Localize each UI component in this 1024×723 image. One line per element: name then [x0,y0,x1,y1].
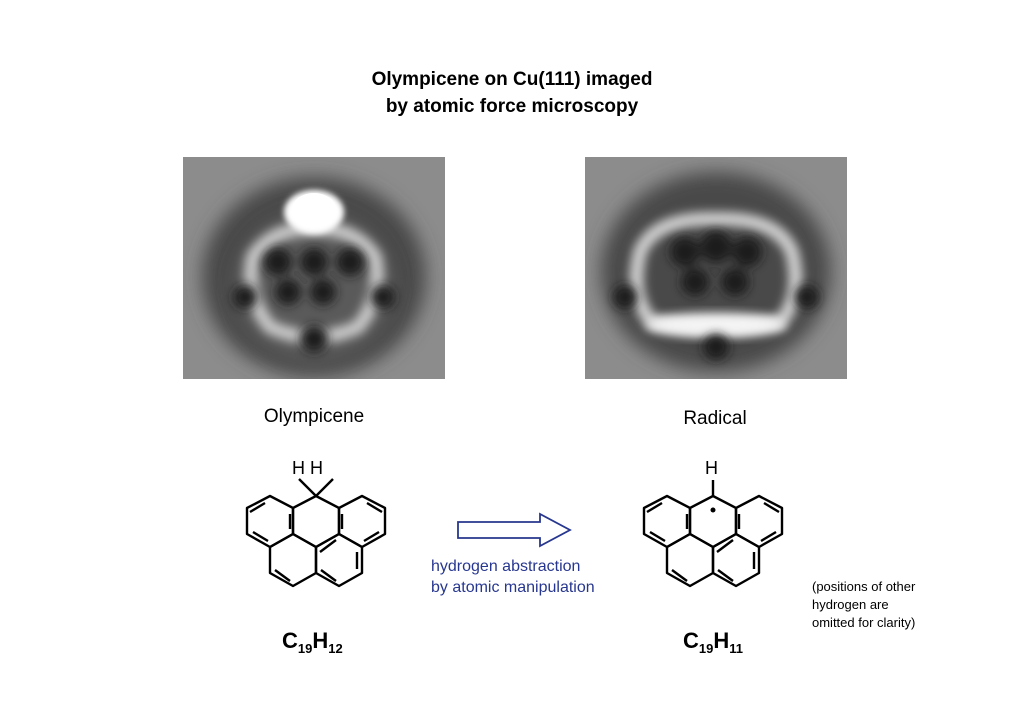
caption-radical: Radical [683,408,747,429]
formula-olympicene: C19H12 [282,628,343,656]
title-line-2: by atomic force microscopy [385,96,639,117]
arrow-text-line-1: hydrogen abstraction [431,558,581,575]
arrow-text-line-2: by atomic manipulation [431,579,595,596]
afm-image-olympicene [183,157,445,379]
title-line-1: Olympicene on Cu(111) imaged [371,69,653,90]
hydrogen-labels: H H [292,458,323,478]
afm-image-radical [585,157,847,379]
clarity-note: (positions of other hydrogen are omitted… [812,578,915,632]
note-line-3: omitted for clarity) [812,615,916,630]
note-line-2: hydrogen are [812,597,889,612]
structure-radical: H [642,458,784,588]
caption-olympicene: Olympicene [263,406,365,427]
formula-radical: C19H11 [683,628,743,656]
arrow-description: hydrogen abstraction by atomic manipulat… [431,556,595,598]
title: Olympicene on Cu(111) imaged by atomic f… [0,66,1024,120]
hydrogen-label: H [705,458,718,478]
structure-olympicene: H H [245,458,387,588]
reaction-arrow-icon [457,512,572,548]
radical-dot [710,507,716,513]
note-line-1: (positions of other [812,579,916,594]
